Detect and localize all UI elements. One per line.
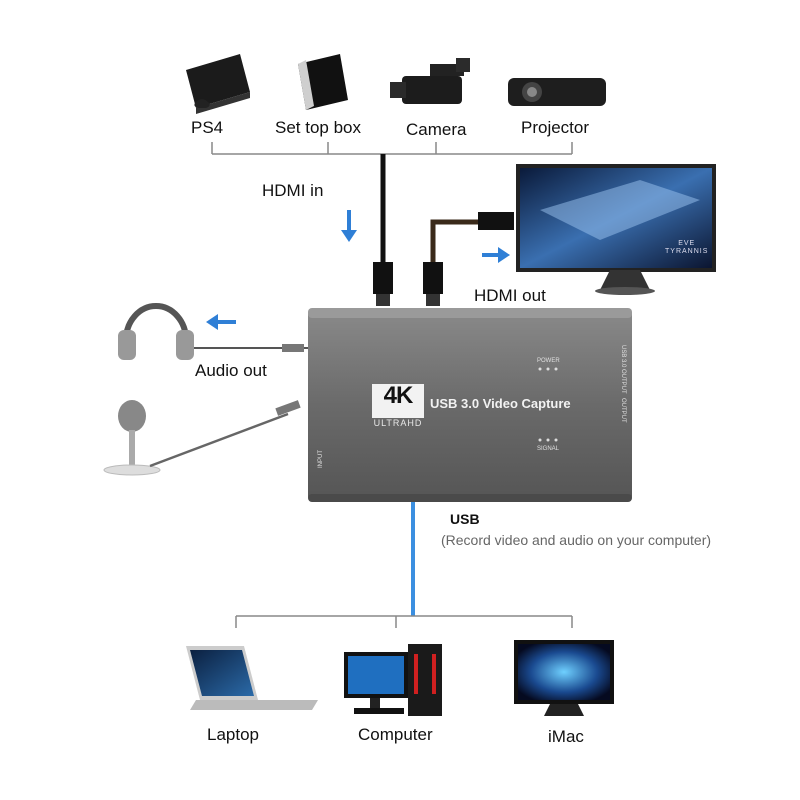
device-signal-label: SIGNAL xyxy=(537,446,560,452)
ps4-console-icon xyxy=(186,54,250,114)
projector-icon xyxy=(508,78,606,106)
source-label-projector: Projector xyxy=(521,118,590,137)
hdmi-in-cable xyxy=(373,154,393,306)
set-top-box-icon xyxy=(298,54,348,110)
monitor-screen-line1: EVE xyxy=(678,240,696,247)
target-label-computer: Computer xyxy=(358,725,433,744)
device-badge-ultrahd: ULTRAHD xyxy=(373,418,423,428)
target-label-imac: iMac xyxy=(548,727,584,746)
source-label-camera: Camera xyxy=(406,120,467,139)
audio-out-arrow xyxy=(206,314,236,330)
usb-note: (Record video and audio on your computer… xyxy=(441,532,712,548)
usb-label: USB xyxy=(450,511,480,527)
device-title: USB 3.0 Video Capture xyxy=(430,396,571,411)
monitor-screen-line2: TYRANNIS xyxy=(665,248,709,255)
video-camera-icon xyxy=(390,58,470,104)
source-connector-lines xyxy=(211,142,573,155)
device-output-label: OUTPUT xyxy=(620,398,626,423)
desktop-computer-icon xyxy=(344,644,442,716)
device-power-label: POWER xyxy=(537,358,560,364)
audio-out-label: Audio out xyxy=(195,361,267,380)
laptop-icon xyxy=(186,646,318,710)
monitor-icon xyxy=(516,164,716,295)
device-usb-output-label: USB 3.0 OUTPUT xyxy=(620,345,626,394)
hdmi-in-arrow xyxy=(341,210,357,242)
imac-icon xyxy=(514,640,614,716)
mic-cable xyxy=(149,400,301,468)
target-label-laptop: Laptop xyxy=(207,725,259,744)
hdmi-out-arrow xyxy=(482,247,510,263)
hdmi-out-label: HDMI out xyxy=(474,286,546,305)
capture-device xyxy=(308,308,632,502)
microphone-icon xyxy=(103,400,161,476)
target-connector-lines xyxy=(235,615,573,628)
device-input-label: INPUT xyxy=(318,450,324,468)
audio-out-cable xyxy=(194,344,312,352)
source-label-set-top-box: Set top box xyxy=(275,118,362,137)
hdmi-in-label: HDMI in xyxy=(262,181,324,200)
headphones-icon xyxy=(118,303,194,360)
hdmi-out-cable xyxy=(423,212,514,306)
monitor-screen-text: EVE TYRANNIS xyxy=(665,240,708,256)
source-label-ps4: PS4 xyxy=(191,118,224,137)
device-badge-4k: 4K xyxy=(383,382,414,409)
